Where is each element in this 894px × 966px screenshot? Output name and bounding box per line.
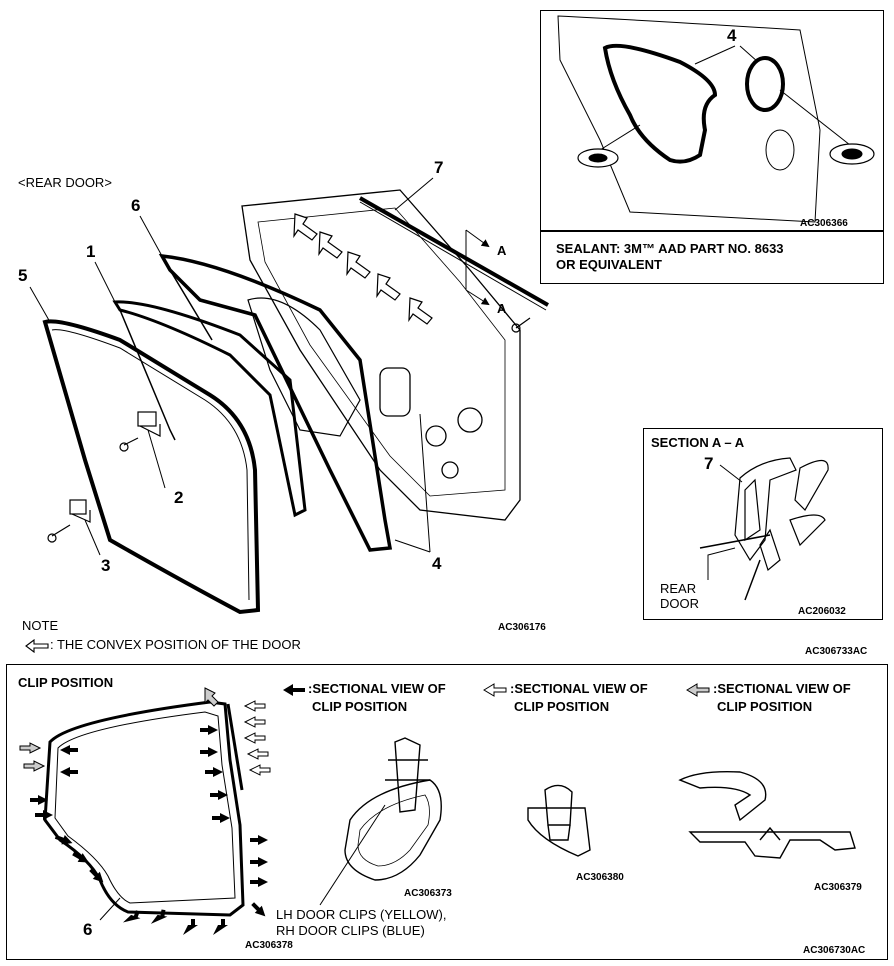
- sectional-view-solid-clip: [319, 737, 442, 906]
- hatched-arrow-legend: [686, 683, 710, 697]
- legend-solid-line1: :SECTIONAL VIEW OF: [308, 681, 446, 696]
- sealant-sheet: [247, 297, 361, 437]
- weatherstrip-6: [158, 253, 393, 552]
- section-aa-figure-code: AC206032: [798, 606, 846, 617]
- rear-door-label-line2: DOOR: [660, 596, 699, 611]
- note-text: : THE CONVEX POSITION OF THE DOOR: [50, 637, 301, 652]
- sectional-view-hatched-clip: [678, 770, 856, 859]
- legend-outline-line1: :SECTIONAL VIEW OF: [510, 681, 648, 696]
- section-aa-title: SECTION A – A: [651, 435, 745, 450]
- clip-bottom-code: AC306730AC: [803, 945, 866, 956]
- clip-3-hardware: [47, 499, 91, 543]
- main-figure-code: AC306176: [498, 622, 546, 633]
- leader-lines: [29, 177, 434, 556]
- clip-note-line2: RH DOOR CLIPS (BLUE): [276, 923, 425, 938]
- legend-outline-line2: CLIP POSITION: [514, 699, 610, 714]
- sectional-code-2: AC306380: [576, 872, 624, 883]
- rear-door-header: <REAR DOOR>: [18, 175, 112, 190]
- section-aa-part-number-7: 7: [704, 454, 714, 473]
- clip-position-frame: [6, 664, 888, 960]
- note-outline-arrow: [25, 638, 49, 654]
- part-number-4: 4: [432, 554, 442, 573]
- rear-door-label-line1: REAR: [660, 581, 697, 596]
- belt-molding-7: [359, 196, 549, 307]
- legend-hatched-line1: :SECTIONAL VIEW OF: [713, 681, 851, 696]
- section-aa-frame: [643, 428, 883, 620]
- part-number-3: 3: [101, 556, 111, 575]
- clip-arrows-hatched: [19, 687, 219, 772]
- main-bottom-code: AC306733AC: [805, 646, 868, 657]
- clip-2-hardware: [119, 411, 161, 452]
- clip-arrows-outline: [243, 700, 271, 776]
- door-inner-panel: [241, 189, 521, 521]
- clip-door-code: AC306378: [245, 940, 293, 951]
- clip-position-title: CLIP POSITION: [18, 675, 114, 690]
- sealant-inset-frame: [540, 10, 884, 284]
- sectional-code-3: AC306379: [814, 882, 862, 893]
- screw: [511, 323, 521, 333]
- legend-solid-line2: CLIP POSITION: [312, 699, 408, 714]
- part-number-7: 7: [434, 158, 444, 177]
- legend-hatched-line2: CLIP POSITION: [717, 699, 813, 714]
- inset-part-number-4: 4: [727, 26, 737, 45]
- part-number-6: 6: [131, 196, 141, 215]
- outline-arrow-legend: [483, 683, 507, 697]
- section-marker-a-bottom: A: [497, 301, 507, 316]
- part-number-5: 5: [18, 266, 28, 285]
- sealant-tube-left: [577, 148, 619, 168]
- sectional-code-1: AC306373: [404, 888, 452, 899]
- sealant-caption-line2: OR EQUIVALENT: [556, 257, 662, 272]
- solid-arrow-legend: [283, 684, 305, 696]
- part-number-1: 1: [86, 242, 96, 261]
- sectional-view-outline-clip: [527, 784, 591, 857]
- convex-arrows: [293, 213, 433, 325]
- sealant-caption-line1: SEALANT: 3M™ AAD PART NO. 8633: [556, 241, 784, 256]
- clip-note-line1: LH DOOR CLIPS (YELLOW),: [276, 907, 447, 922]
- sealant-inset-divider: [541, 230, 883, 232]
- weatherstrip-5: [42, 319, 261, 615]
- weatherstrip-1: [112, 300, 307, 518]
- clip-part-number-6: 6: [83, 920, 93, 939]
- inset-figure-code: AC306366: [800, 218, 848, 229]
- note-title: NOTE: [22, 618, 59, 633]
- part-number-2: 2: [174, 488, 184, 507]
- sealant-tube-right: [829, 143, 875, 165]
- section-marker-a-top: A: [497, 243, 507, 258]
- section-aa-markers: [465, 229, 490, 306]
